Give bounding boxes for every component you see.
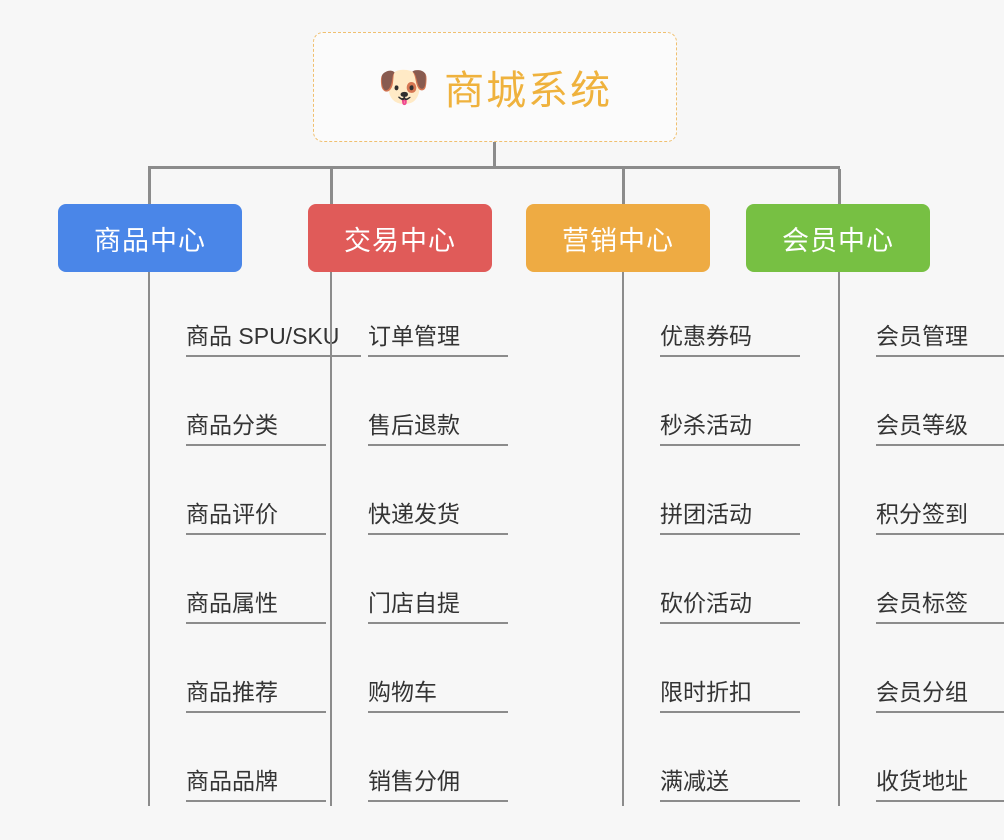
- leaf-item-label: 商品评价: [186, 501, 326, 535]
- leaf-item[interactable]: 售后退款: [330, 361, 508, 450]
- leaf-item[interactable]: 优惠券码: [622, 272, 800, 361]
- category-box-3[interactable]: 营销中心: [526, 204, 710, 272]
- root-node[interactable]: 🐶 商城系统: [313, 32, 677, 142]
- leaf-item-label: 优惠券码: [660, 323, 800, 357]
- leaf-item-label: 购物车: [368, 679, 508, 713]
- leaf-item-label: 门店自提: [368, 590, 508, 624]
- category-label: 商品中心: [94, 225, 206, 256]
- leaf-item[interactable]: 砍价活动: [622, 539, 800, 628]
- leaf-group-4: 会员管理会员等级积分签到会员标签会员分组收货地址: [838, 272, 1004, 806]
- leaf-item-label: 会员等级: [876, 412, 1004, 446]
- leaf-item[interactable]: 快递发货: [330, 450, 508, 539]
- leaf-item[interactable]: 商品品牌: [148, 717, 361, 806]
- category-label: 交易中心: [344, 225, 456, 256]
- leaf-spine: [622, 272, 624, 806]
- leaf-item[interactable]: 收货地址: [838, 717, 1004, 806]
- leaf-item-label: 商品品牌: [186, 768, 326, 802]
- leaf-item[interactable]: 购物车: [330, 628, 508, 717]
- root-stem-line: [493, 142, 496, 168]
- connector-drop-1: [148, 169, 151, 206]
- leaf-item-label: 会员标签: [876, 590, 1004, 624]
- leaf-item[interactable]: 秒杀活动: [622, 361, 800, 450]
- leaf-item[interactable]: 商品评价: [148, 450, 361, 539]
- leaf-spine: [148, 272, 150, 806]
- leaf-item[interactable]: 会员分组: [838, 628, 1004, 717]
- leaf-item[interactable]: 销售分佣: [330, 717, 508, 806]
- leaf-group-2: 订单管理售后退款快递发货门店自提购物车销售分佣: [330, 272, 508, 806]
- leaf-item[interactable]: 积分签到: [838, 450, 1004, 539]
- leaf-item-label: 会员分组: [876, 679, 1004, 713]
- horizontal-bus-line: [148, 166, 840, 169]
- leaf-item-label: 快递发货: [368, 501, 508, 535]
- leaf-item-label: 销售分佣: [368, 768, 508, 802]
- leaf-item[interactable]: 会员管理: [838, 272, 1004, 361]
- dog-face-icon: 🐶: [377, 63, 431, 110]
- leaf-item-label: 积分签到: [876, 501, 1004, 535]
- leaf-item[interactable]: 商品推荐: [148, 628, 361, 717]
- leaf-item[interactable]: 满减送: [622, 717, 800, 806]
- leaf-item-label: 商品分类: [186, 412, 326, 446]
- leaf-item[interactable]: 商品 SPU/SKU: [148, 272, 362, 361]
- category-label: 营销中心: [562, 225, 674, 256]
- leaf-spine: [330, 272, 332, 806]
- leaf-item-label: 砍价活动: [660, 590, 800, 624]
- leaf-item[interactable]: 门店自提: [330, 539, 508, 628]
- leaf-item-label: 订单管理: [368, 323, 508, 357]
- leaf-item-label: 商品属性: [186, 590, 326, 624]
- category-box-2[interactable]: 交易中心: [308, 204, 492, 272]
- leaf-spine: [838, 272, 840, 806]
- connector-drop-4: [838, 169, 841, 206]
- leaf-item[interactable]: 拼团活动: [622, 450, 800, 539]
- leaf-item-label: 收货地址: [876, 768, 1004, 802]
- leaf-item-label: 售后退款: [368, 412, 508, 446]
- category-box-4[interactable]: 会员中心: [746, 204, 930, 272]
- leaf-item-label: 商品推荐: [186, 679, 326, 713]
- leaf-item[interactable]: 会员等级: [838, 361, 1004, 450]
- leaf-item-label: 满减送: [660, 768, 800, 802]
- leaf-item[interactable]: 会员标签: [838, 539, 1004, 628]
- connector-drop-2: [330, 169, 333, 206]
- leaf-item[interactable]: 限时折扣: [622, 628, 800, 717]
- leaf-item-label: 会员管理: [876, 323, 1004, 357]
- leaf-item-label: 限时折扣: [660, 679, 800, 713]
- leaf-item[interactable]: 商品分类: [148, 361, 361, 450]
- leaf-item[interactable]: 商品属性: [148, 539, 361, 628]
- root-title: 商城系统: [444, 69, 613, 113]
- leaf-item[interactable]: 订单管理: [330, 272, 508, 361]
- leaf-item-label: 秒杀活动: [660, 412, 800, 446]
- leaf-group-1: 商品 SPU/SKU 商品分类商品评价商品属性商品推荐商品品牌: [148, 272, 362, 806]
- leaf-item-label: 商品 SPU/SKU: [186, 323, 362, 357]
- connector-drop-3: [622, 169, 625, 206]
- category-label: 会员中心: [782, 225, 894, 256]
- leaf-item-label: 拼团活动: [660, 501, 800, 535]
- category-box-1[interactable]: 商品中心: [58, 204, 242, 272]
- leaf-group-3: 优惠券码秒杀活动拼团活动砍价活动限时折扣满减送: [622, 272, 800, 806]
